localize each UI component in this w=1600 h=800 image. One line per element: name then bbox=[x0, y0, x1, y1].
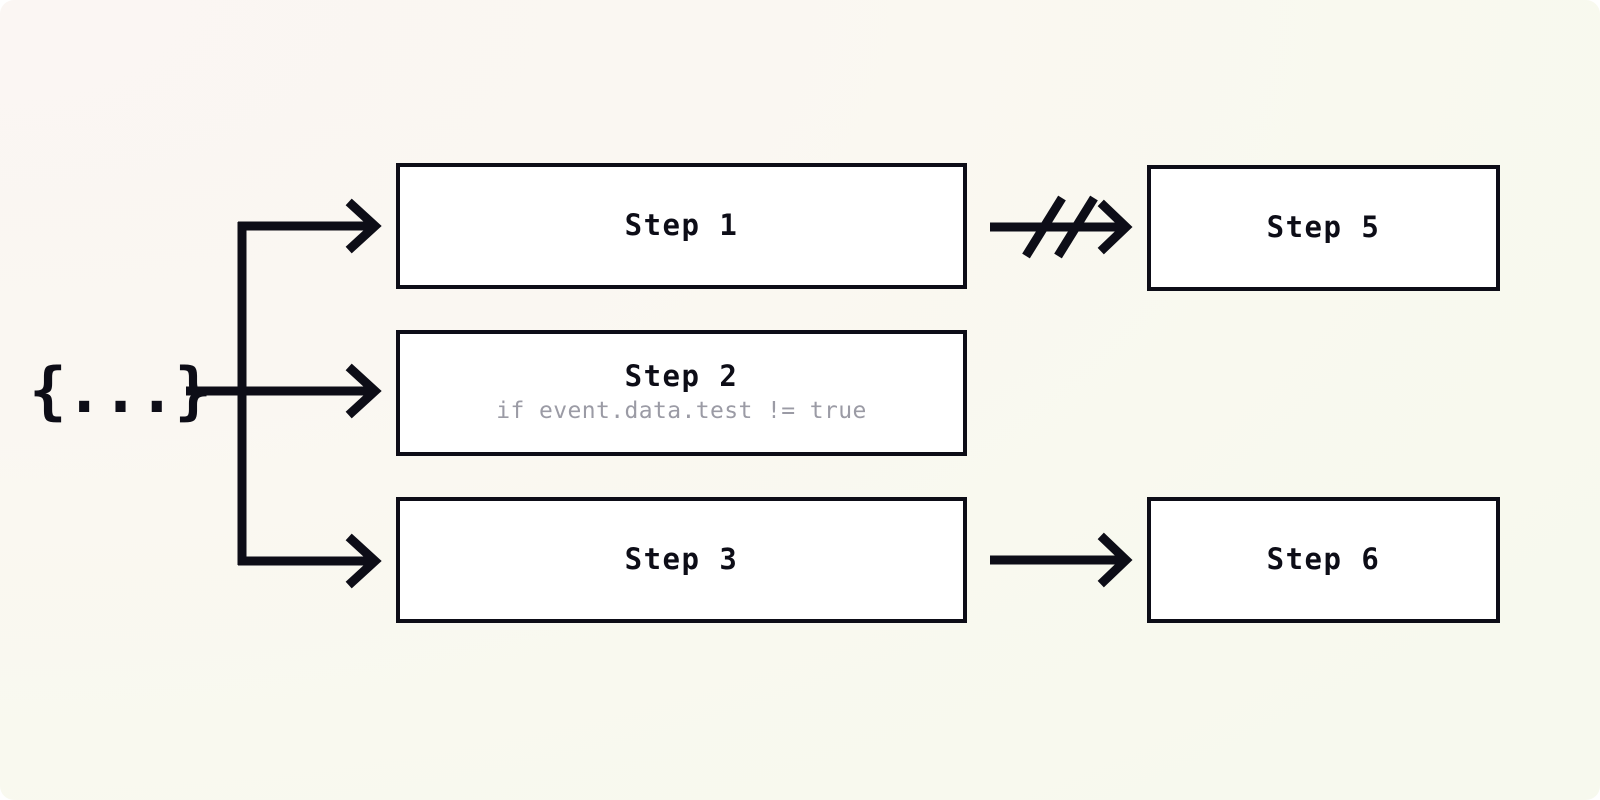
arrowhead-to-step3 bbox=[345, 533, 382, 589]
edge-step1-to-step5-broken bbox=[990, 195, 1133, 259]
node-step3[interactable]: Step 3 bbox=[396, 497, 967, 623]
json-object-token-label: {...} bbox=[29, 354, 212, 427]
source-node-json-token[interactable]: {...} bbox=[29, 352, 212, 430]
broken-edge-slash-2 bbox=[1054, 195, 1098, 259]
edge-step3-to-step6 bbox=[990, 532, 1133, 588]
edge-source-fork bbox=[186, 221, 370, 566]
node-step6[interactable]: Step 6 bbox=[1147, 497, 1500, 623]
arrowhead-to-step2 bbox=[345, 363, 382, 419]
arrowhead-to-step1 bbox=[345, 198, 382, 254]
node-step6-title: Step 6 bbox=[1266, 542, 1381, 577]
edge-source-fork-arrowheads bbox=[345, 198, 382, 589]
node-step2[interactable]: Step 2 if event.data.test != true bbox=[396, 330, 967, 456]
node-step3-title: Step 3 bbox=[624, 542, 739, 577]
arrowhead-to-step5 bbox=[1097, 199, 1133, 255]
node-step2-condition: if event.data.test != true bbox=[496, 398, 867, 425]
broken-edge-slash-1 bbox=[1022, 195, 1066, 259]
node-step1[interactable]: Step 1 bbox=[396, 163, 967, 289]
node-step1-title: Step 1 bbox=[624, 208, 739, 243]
arrowhead-to-step6 bbox=[1097, 532, 1133, 588]
node-step5[interactable]: Step 5 bbox=[1147, 165, 1500, 291]
node-step2-title: Step 2 bbox=[624, 358, 739, 393]
node-step5-title: Step 5 bbox=[1266, 210, 1381, 245]
